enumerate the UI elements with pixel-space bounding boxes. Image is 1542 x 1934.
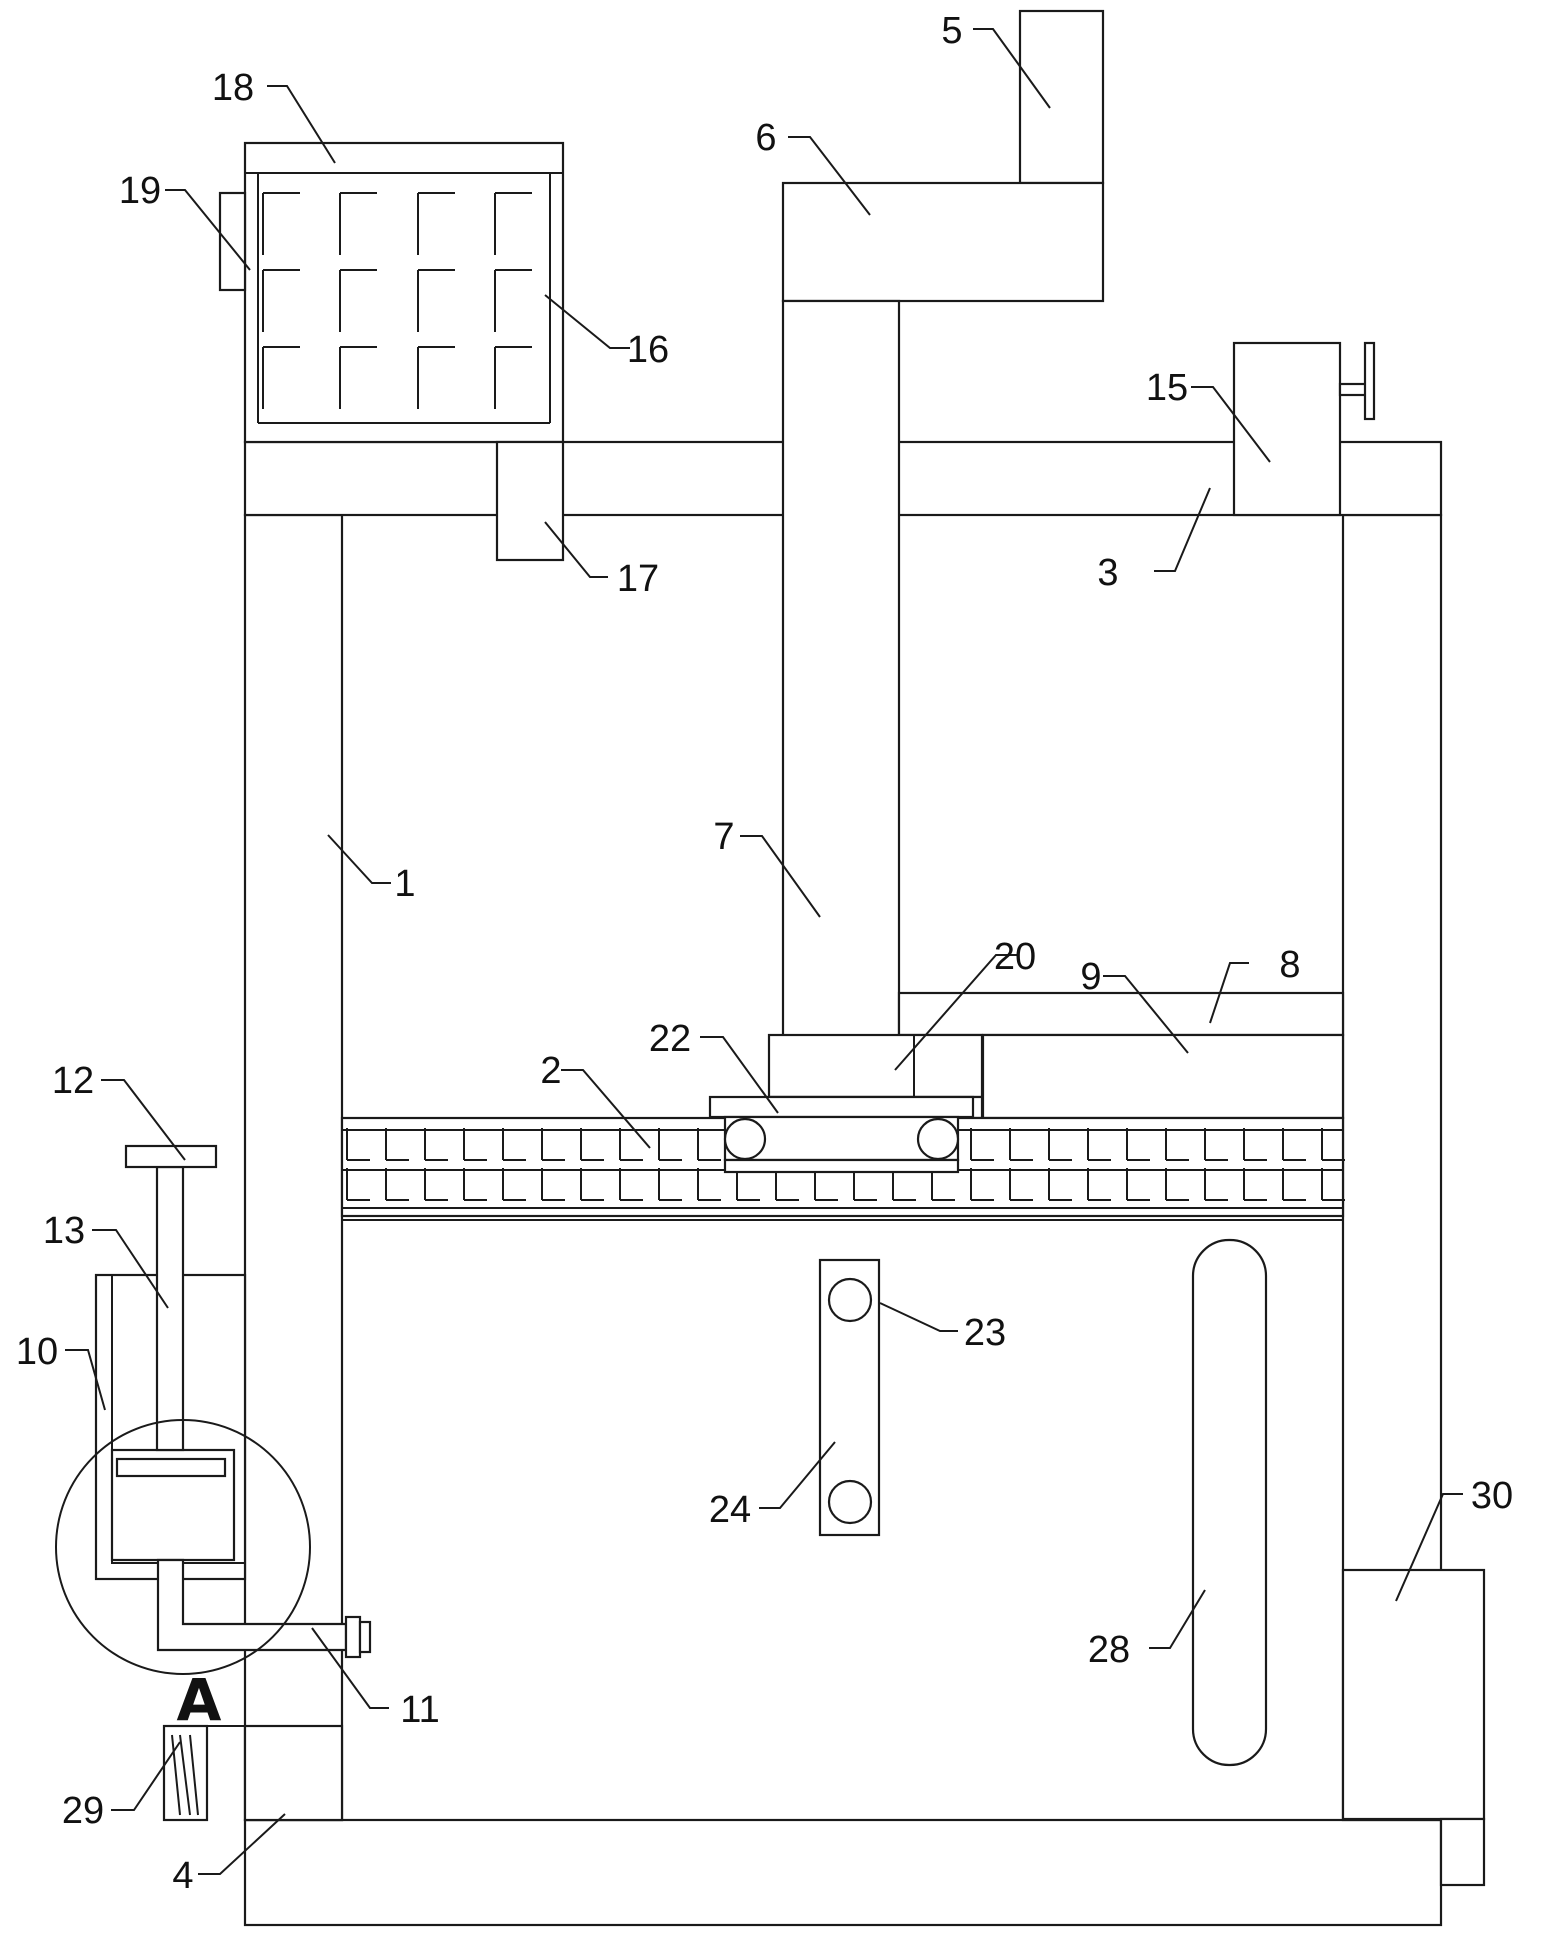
callout-10: 10 [16, 1331, 58, 1373]
viewing-window [1191, 1238, 1268, 1767]
mounting-flange [708, 1095, 975, 1119]
drain-thread-2 [179, 1734, 191, 1816]
drain-thread-3 [189, 1734, 199, 1816]
spindle-head [767, 1033, 984, 1099]
outlet-valve [495, 440, 565, 562]
spindle-column [781, 299, 901, 1039]
callout-8: 8 [1279, 944, 1300, 986]
clamp-block [1232, 341, 1342, 517]
guide-rail [897, 991, 1345, 1037]
motor-housing [781, 181, 1105, 303]
slide-block [981, 1033, 1345, 1120]
control-box-lower [1439, 1817, 1486, 1887]
callout-2: 2 [540, 1050, 561, 1092]
side-fitting [218, 191, 247, 292]
callout-7: 7 [713, 816, 734, 858]
callout-6: 6 [755, 117, 776, 159]
bearing-ball-left [723, 1117, 767, 1161]
drain-thread-1 [171, 1734, 181, 1816]
callout-12: 12 [52, 1060, 94, 1102]
callout-16: 16 [627, 329, 669, 371]
lower-pin [827, 1479, 873, 1525]
callout-1: 1 [394, 863, 415, 905]
callout-labels: 5 6 18 19 16 15 3 17 1 7 8 9 20 22 2 12 … [16, 10, 1513, 1897]
callout-19: 19 [119, 170, 161, 212]
control-box [1341, 1568, 1486, 1821]
motor [1018, 9, 1105, 185]
callout-4: 4 [172, 1855, 193, 1897]
callout-30: 30 [1471, 1475, 1513, 1517]
cooling-grid [262, 192, 532, 409]
upper-pin [827, 1277, 873, 1323]
base-plate [243, 1818, 1443, 1927]
plunger-handle [124, 1144, 218, 1169]
callout-29: 29 [62, 1790, 104, 1832]
detail-view-label: A [177, 1666, 222, 1734]
callout-18: 18 [212, 67, 254, 109]
leader-lines [65, 28, 1463, 1875]
pipe-cap [358, 1620, 372, 1654]
coolant-tank [243, 141, 565, 444]
callout-11: 11 [400, 1689, 439, 1731]
callout-17: 17 [617, 558, 659, 600]
callout-9: 9 [1080, 956, 1101, 998]
bearing-ball-right [916, 1117, 960, 1161]
drain-fitting [162, 1724, 209, 1822]
callout-13: 13 [43, 1210, 85, 1252]
clamp-knob [1363, 341, 1376, 421]
detail-circle [55, 1419, 311, 1675]
bearing-base [723, 1158, 960, 1174]
clamp-knob-stem [1338, 382, 1370, 397]
left-column [243, 513, 344, 1822]
callout-3: 3 [1097, 552, 1118, 594]
callout-20: 20 [994, 936, 1036, 978]
callout-24: 24 [709, 1489, 751, 1531]
pipe-nut [344, 1615, 362, 1659]
filter-plate-grid [342, 1128, 1345, 1209]
callout-28: 28 [1088, 1629, 1130, 1671]
callout-15: 15 [1146, 367, 1188, 409]
callout-5: 5 [941, 10, 962, 52]
callout-22: 22 [649, 1018, 691, 1060]
foot-block [243, 1724, 344, 1822]
callout-23: 23 [964, 1312, 1006, 1354]
plunger-rod [155, 1165, 185, 1452]
piston-seal [115, 1457, 227, 1478]
